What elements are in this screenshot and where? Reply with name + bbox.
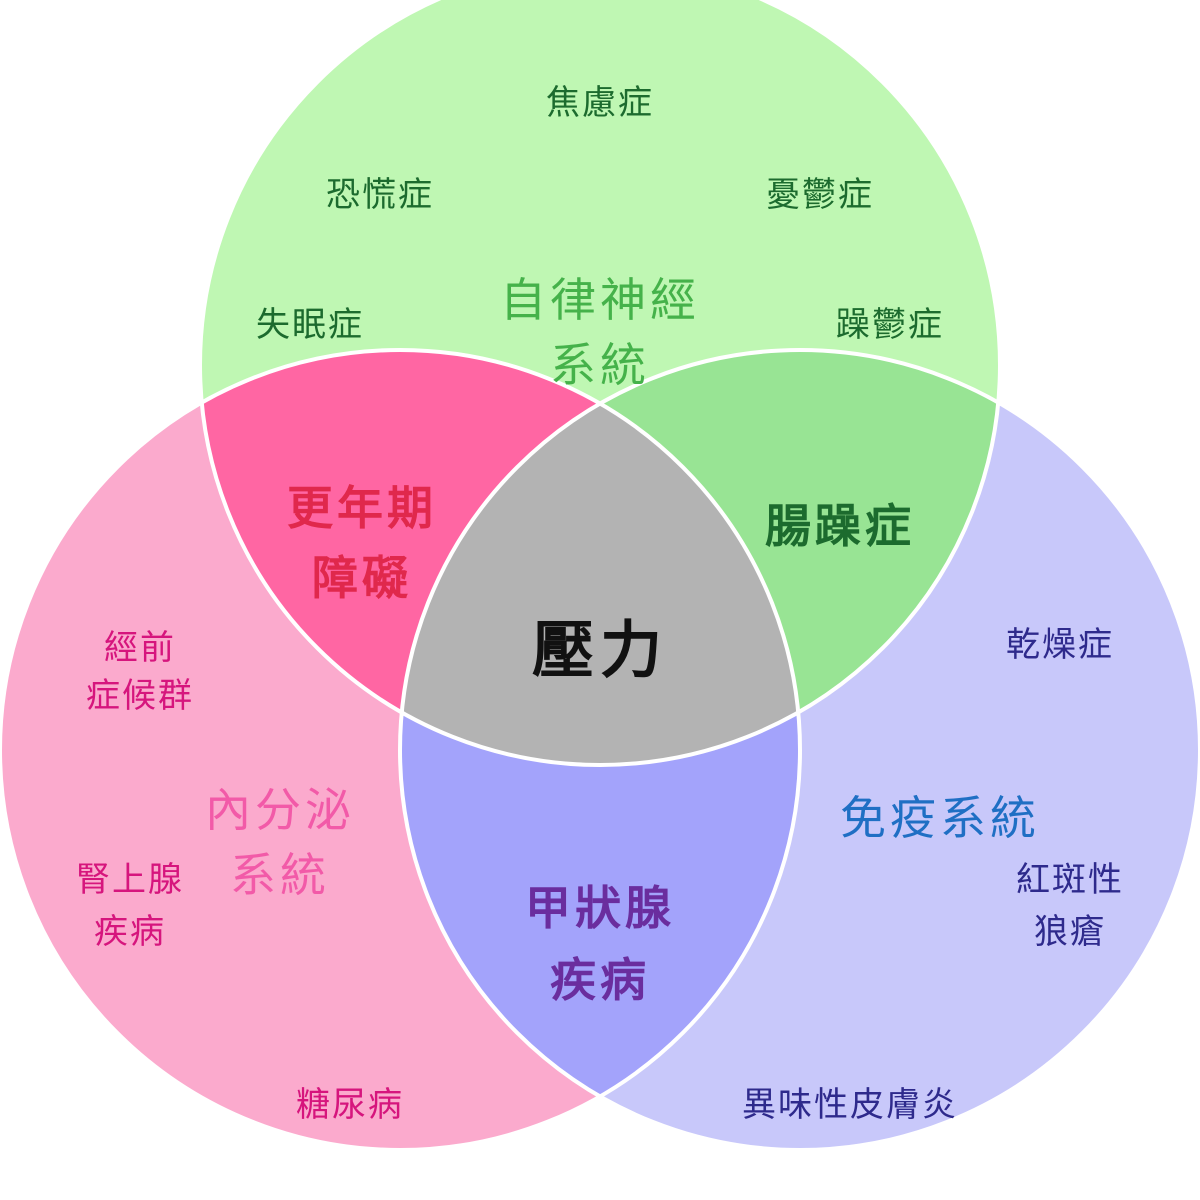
endocrine-outline xyxy=(0,348,802,1152)
autonomic-title-line2: 系統 xyxy=(550,338,650,392)
endocrine-item-pms-line1: 經前 xyxy=(104,628,176,668)
overlap-ai-label: 腸躁症 xyxy=(765,499,915,553)
endocrine-item-diabetes: 糖尿病 xyxy=(296,1085,404,1125)
autonomic-item-bipolar: 躁鬱症 xyxy=(836,305,944,345)
endocrine-item-adrenal-line1: 腎上腺 xyxy=(76,860,184,900)
immune-title: 免疫系統 xyxy=(840,791,1040,845)
autonomic-item-insomnia: 失眠症 xyxy=(256,305,364,345)
immune-item-lupus-line1: 紅斑性 xyxy=(1016,860,1124,900)
immune-item-sjogren: 乾燥症 xyxy=(1006,625,1114,665)
autonomic-outline xyxy=(198,0,1002,767)
autonomic-item-panic: 恐慌症 xyxy=(326,175,434,215)
overlap-center xyxy=(400,350,800,765)
immune-item-atopic-dermatitis: 異味性皮膚炎 xyxy=(742,1085,958,1125)
immune-outline xyxy=(398,348,1200,1152)
endocrine-item-pms-line2: 症候群 xyxy=(86,676,194,716)
endocrine-item-adrenal-line2: 疾病 xyxy=(94,912,166,952)
center-label: 壓力 xyxy=(532,614,668,687)
autonomic-item-depression: 憂鬱症 xyxy=(766,175,874,215)
autonomic-title-line1: 自律神經 xyxy=(500,273,700,327)
autonomic-item-anxiety: 焦慮症 xyxy=(546,83,654,123)
endocrine-title-line2: 系統 xyxy=(230,848,330,902)
overlap-ae-line1: 更年期 xyxy=(287,481,437,535)
endocrine-title-line1: 內分泌 xyxy=(205,783,355,837)
overlap-ae-line2: 障礙 xyxy=(312,551,412,605)
overlap-ei-line1: 甲狀腺 xyxy=(525,881,675,935)
immune-item-lupus-line2: 狼瘡 xyxy=(1034,912,1106,952)
overlap-ei-line2: 疾病 xyxy=(550,953,650,1007)
